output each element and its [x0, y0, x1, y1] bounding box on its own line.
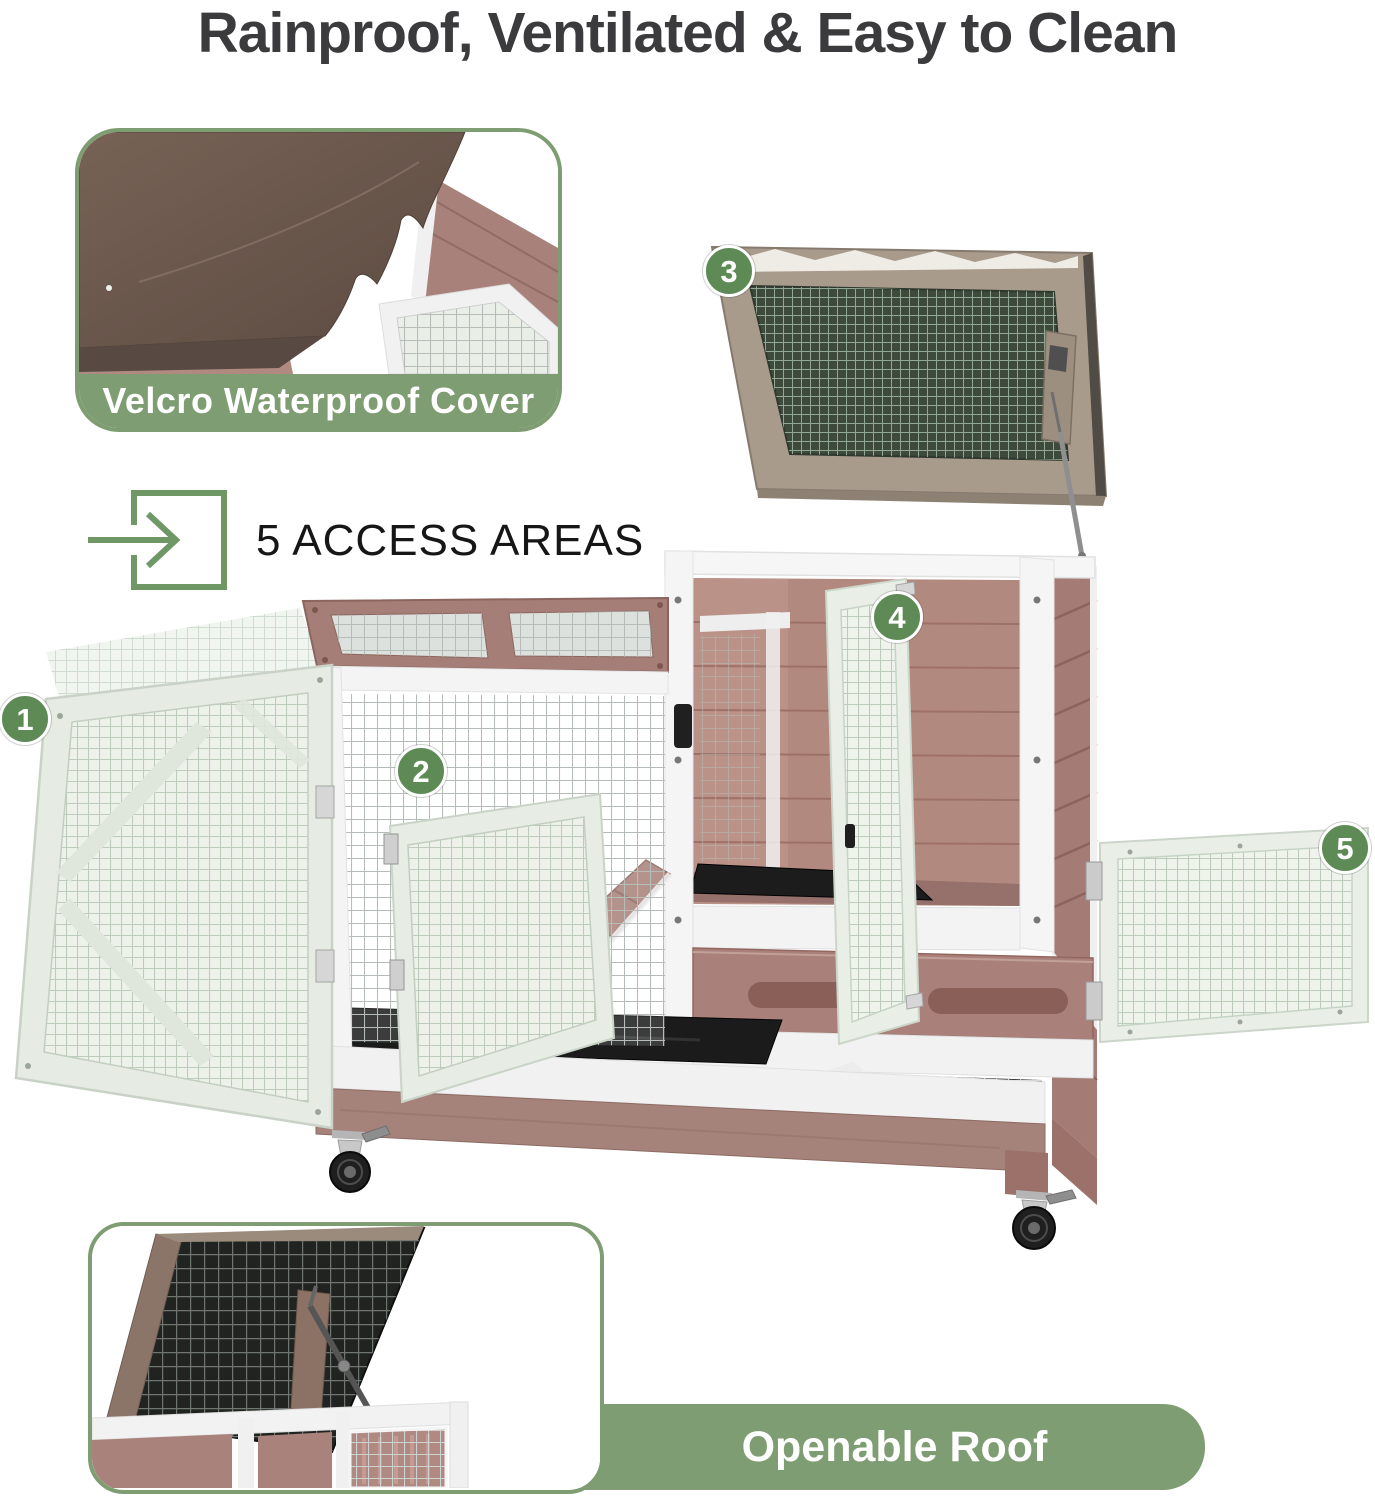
door-hinge: [905, 992, 924, 1010]
callout-4-number: 4: [888, 599, 906, 635]
page-title: Rainproof, Ventilated & Easy to Clean: [197, 1, 1179, 65]
callout-3-number: 3: [720, 253, 738, 289]
door-hinge: [315, 949, 335, 983]
caster-wheel-left: [329, 1125, 391, 1193]
waterproof-cover-card: Velcro Waterproof Cover: [75, 128, 562, 432]
door-1-open: [14, 663, 335, 1130]
door-latch: [674, 704, 692, 748]
caster-wheel-right: [1012, 1189, 1077, 1250]
door-2-open: [383, 792, 616, 1104]
callout-3: 3: [703, 245, 755, 297]
door-5-open: [1085, 826, 1369, 1044]
door-4-open: [824, 577, 924, 1046]
door-hinge: [315, 785, 335, 819]
waterproof-cover-photo: [79, 132, 558, 374]
door-hinge: [383, 833, 399, 865]
roof-lid-open: [710, 245, 1108, 560]
door-hinge: [1085, 861, 1103, 901]
waterproof-cover-label: Velcro Waterproof Cover: [102, 380, 535, 421]
callout-2: 2: [395, 745, 447, 797]
waterproof-cover-banner: Velcro Waterproof Cover: [79, 374, 558, 428]
door-latch: [845, 824, 855, 848]
door-hinge: [389, 959, 405, 991]
callout-5: 5: [1319, 822, 1371, 874]
openable-roof-label: Openable Roof: [741, 1422, 1048, 1471]
access-areas-text: 5 ACCESS AREAS: [256, 515, 645, 565]
openable-roof-card: [88, 1222, 604, 1494]
callout-5-number: 5: [1336, 830, 1354, 866]
access-areas-feature: 5 ACCESS AREAS: [86, 483, 644, 598]
openable-roof-photo: [92, 1226, 600, 1488]
callout-1-number: 1: [16, 701, 34, 737]
door-hinge: [1085, 981, 1103, 1021]
openable-roof-banner: Openable Roof: [320, 1404, 1205, 1490]
drawer-handle-cutout: [928, 988, 1068, 1014]
callout-4: 4: [871, 591, 923, 643]
callout-1: 1: [0, 693, 51, 745]
callout-2-number: 2: [412, 753, 430, 789]
enter-arrow-icon: [88, 490, 227, 590]
